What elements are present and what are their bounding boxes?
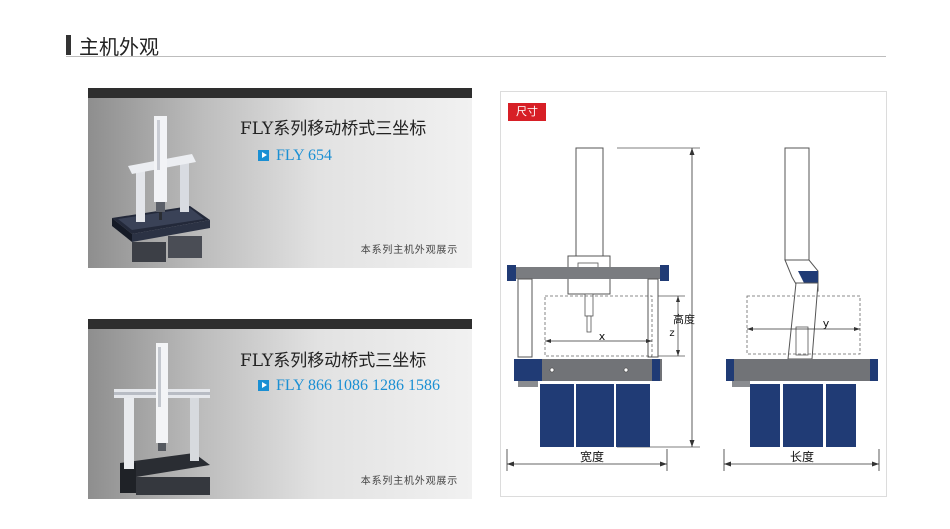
- model-label: FLY 654: [276, 147, 333, 164]
- panel-top-bar: [88, 88, 472, 98]
- dimension-tag: 尺寸: [508, 103, 546, 121]
- play-icon: [258, 150, 269, 161]
- play-icon: [258, 380, 269, 391]
- panel-caption: 本系列主机外观展示: [360, 476, 458, 487]
- panel-caption: 本系列主机外观展示: [360, 245, 458, 256]
- z-axis-label: z: [669, 328, 674, 339]
- section-marker: [66, 35, 71, 55]
- dimension-diagram: x z 高度 y 宽度 长度: [506, 147, 880, 471]
- panel-background: [88, 98, 472, 268]
- model-label: FLY 866 1086 1286 1586: [276, 377, 441, 394]
- y-axis-label: y: [823, 317, 830, 330]
- length-label: 长度: [790, 449, 814, 464]
- height-label: 高度: [673, 312, 695, 326]
- width-label: 宽度: [580, 449, 604, 464]
- panel-title: FLY系列移动桥式三坐标: [240, 119, 427, 139]
- panel-top-bar: [88, 319, 472, 329]
- model-link[interactable]: FLY 866 1086 1286 1586: [258, 377, 440, 395]
- model-link[interactable]: FLY 654: [258, 147, 332, 165]
- product-panel-2: FLY系列移动桥式三坐标 FLY 866 1086 1286 1586 本系列主…: [88, 319, 472, 499]
- section-divider: [66, 56, 886, 57]
- cmm-machine-image: [112, 116, 210, 262]
- cmm-machine-image: [114, 343, 210, 495]
- panel-title: FLY系列移动桥式三坐标: [240, 351, 427, 371]
- section-title: 主机外观: [79, 35, 159, 59]
- x-axis-label: x: [599, 330, 606, 343]
- front-view: [506, 147, 700, 471]
- side-view: [723, 147, 880, 471]
- product-panel-1: FLY系列移动桥式三坐标 FLY 654 本系列主机外观展示: [88, 88, 472, 268]
